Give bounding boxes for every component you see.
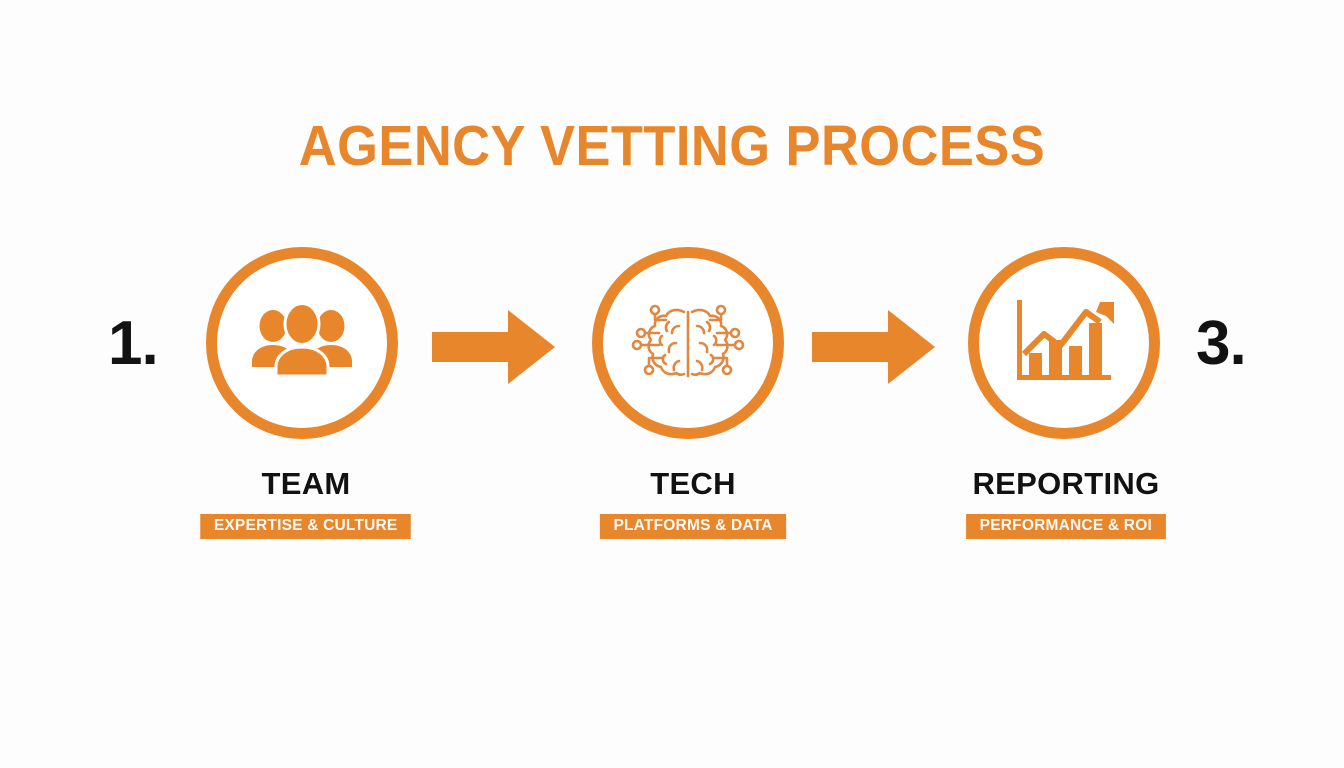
team-people-icon <box>250 301 354 385</box>
step-circle-tech <box>592 247 784 439</box>
step-circle-team <box>206 247 398 439</box>
process-step-team[interactable] <box>206 247 406 447</box>
process-step-tech[interactable] <box>592 247 792 447</box>
process-step-reporting[interactable] <box>968 247 1168 447</box>
arrow-right-icon-1 <box>432 310 555 384</box>
brain-circuit-icon <box>629 300 747 386</box>
step-title-tech: TECH <box>650 466 736 501</box>
step-caption-tech: TECH PLATFORMS & DATA <box>543 466 843 540</box>
page-title: AGENCY VETTING PROCESS <box>298 114 1046 178</box>
growth-chart-icon <box>1014 298 1114 388</box>
step-number-left: 1. <box>108 309 159 378</box>
step-caption-team: TEAM EXPERTISE & CULTURE <box>156 466 456 540</box>
arrow-right-icon-2 <box>812 310 935 384</box>
step-badge-tech: PLATFORMS & DATA <box>599 513 787 540</box>
step-title-reporting: REPORTING <box>972 466 1160 501</box>
step-title-team: TEAM <box>261 466 351 501</box>
step-badge-reporting: PERFORMANCE & ROI <box>966 513 1166 540</box>
step-caption-reporting: REPORTING PERFORMANCE & ROI <box>916 466 1216 540</box>
step-badge-team: EXPERTISE & CULTURE <box>200 513 412 540</box>
step-number-right: 3. <box>1196 309 1247 378</box>
process-flow <box>200 247 1180 447</box>
step-circle-reporting <box>968 247 1160 439</box>
